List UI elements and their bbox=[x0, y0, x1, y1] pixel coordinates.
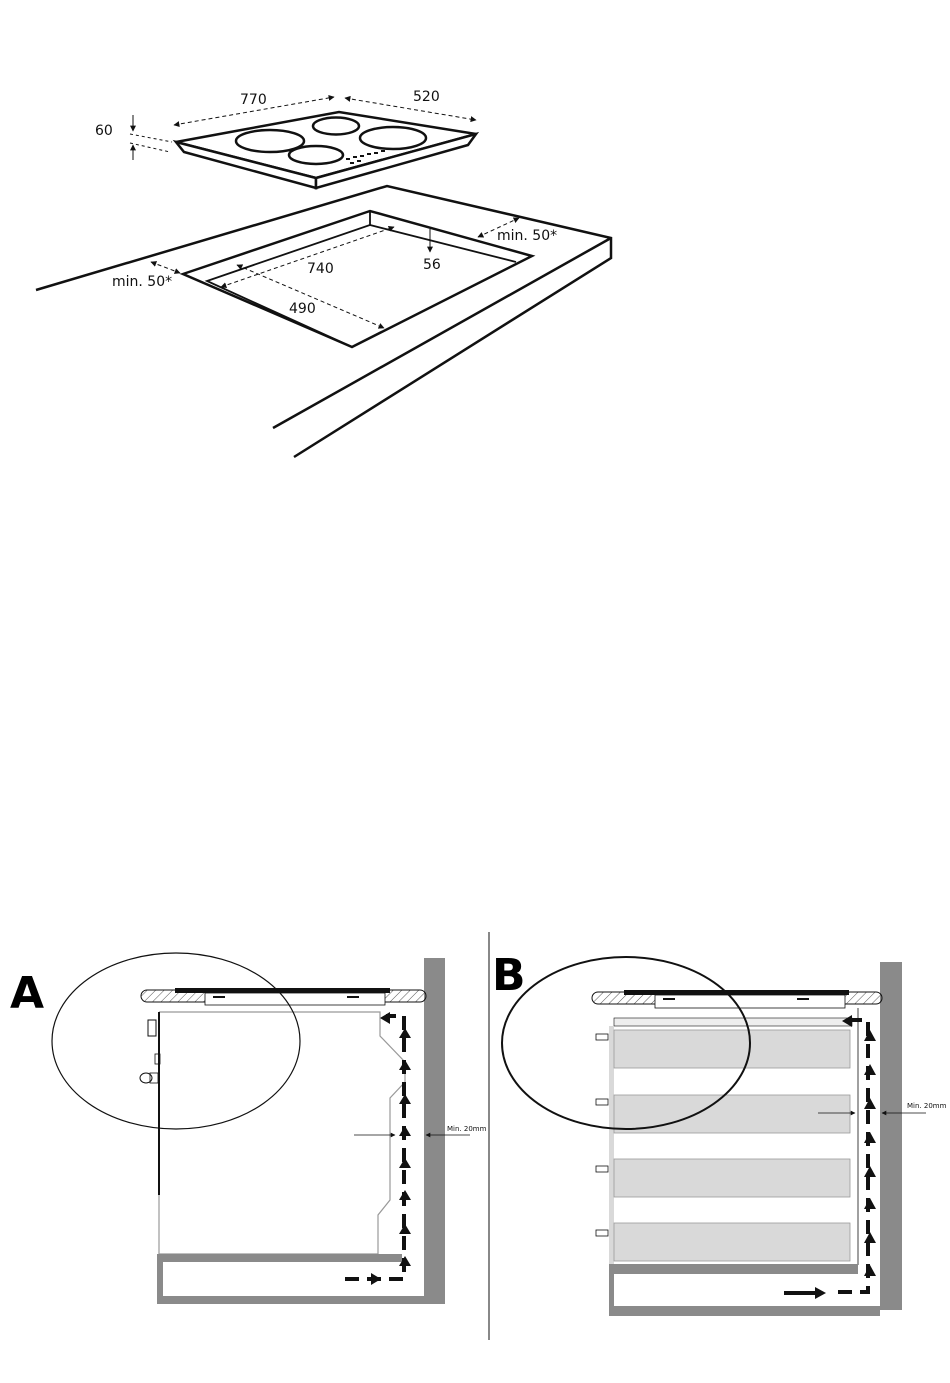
wall-a bbox=[424, 958, 445, 1304]
wall-b bbox=[880, 962, 902, 1310]
hob-illustration bbox=[176, 112, 476, 188]
cutout-56-label: 56 bbox=[423, 257, 441, 273]
panel-a-drawing bbox=[52, 953, 470, 1304]
hob-width-label: 770 bbox=[240, 92, 267, 108]
cutout-depth-label: 490 bbox=[289, 301, 316, 317]
panel-b-letter: B bbox=[492, 950, 526, 1001]
panel-a-gap-label: Min. 20mm bbox=[447, 1125, 487, 1133]
margin-left-label: min. 50* bbox=[112, 274, 172, 290]
cutout-width-label: 740 bbox=[307, 261, 334, 277]
hob-depth-label: 520 bbox=[413, 89, 440, 105]
cutout-dimension-lines bbox=[151, 218, 519, 328]
panel-b-gap-label: Min. 20mm bbox=[907, 1102, 947, 1110]
worktop-illustration bbox=[36, 186, 611, 457]
hob-height-label: 60 bbox=[95, 123, 113, 139]
panel-b-drawing bbox=[502, 957, 926, 1316]
panel-a-letter: A bbox=[10, 968, 44, 1019]
margin-back-label: min. 50* bbox=[497, 228, 557, 244]
